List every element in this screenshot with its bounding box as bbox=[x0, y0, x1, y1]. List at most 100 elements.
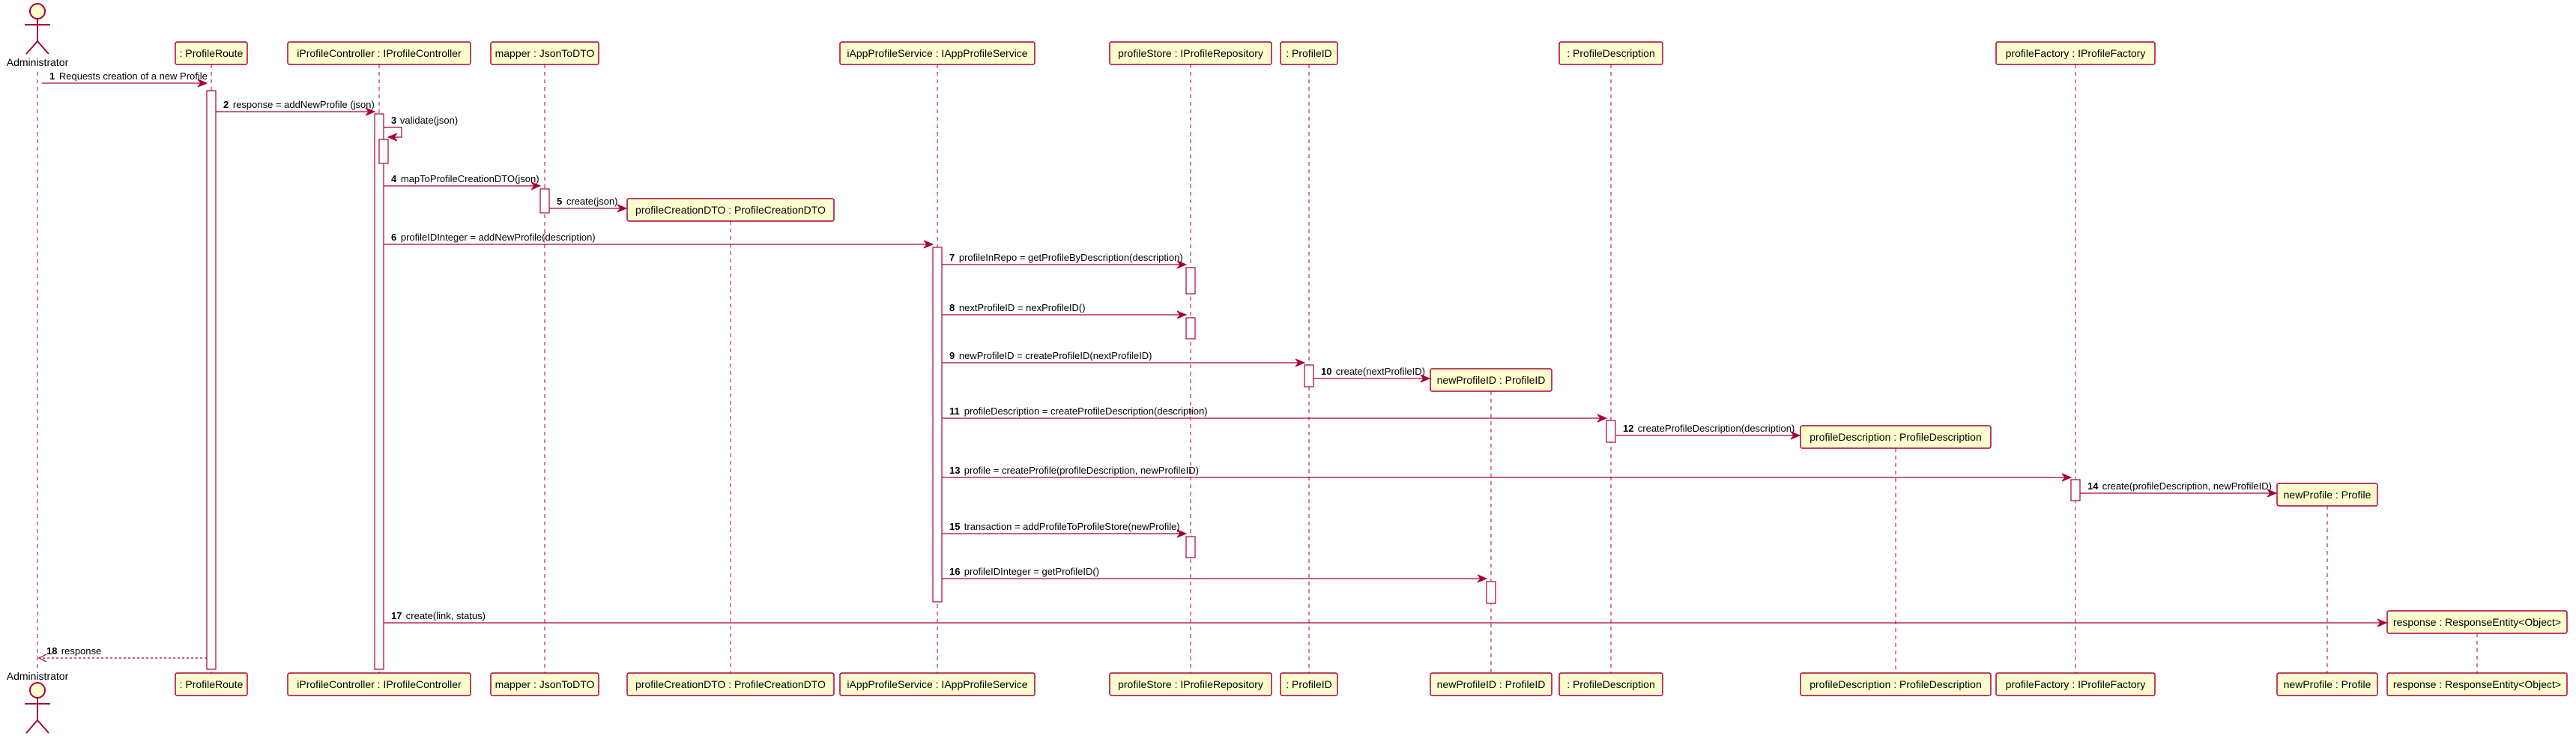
message-arrowhead-17 bbox=[2377, 618, 2388, 627]
participant-label-dto-created: profileCreationDTO : ProfileCreationDTO bbox=[635, 204, 826, 216]
participant-box-resp-created bbox=[2386, 610, 2568, 634]
activation-bar-store-6 bbox=[1185, 317, 1196, 340]
message-line-3 bbox=[384, 127, 402, 138]
message-label-12: createProfileDescription(description) bbox=[1638, 423, 1795, 434]
actor-leg-left-bottom bbox=[25, 720, 38, 734]
participant-box-factory-top bbox=[1995, 41, 2156, 65]
message-arrowhead-7 bbox=[1176, 260, 1188, 269]
participant-box-store-top bbox=[1109, 41, 1272, 65]
message-13: 13 profile = createProfile(profileDescrip… bbox=[942, 465, 2072, 482]
participant-label-factory-top: profileFactory : IProfileFactory bbox=[2006, 47, 2146, 59]
activation-bar-factory-9 bbox=[2070, 479, 2081, 501]
message-arrowhead-6 bbox=[923, 240, 934, 249]
activation-bar-store-10 bbox=[1185, 536, 1196, 558]
participant-box-nprof-bottom bbox=[2276, 672, 2378, 696]
message-label-3: validate(json) bbox=[400, 115, 458, 126]
message-10: 10 create(nextProfileID) bbox=[1313, 366, 1431, 383]
participant-label-store-top: profileStore : IProfileRepository bbox=[1118, 47, 1263, 59]
actor-head-bottom bbox=[29, 682, 46, 699]
message-9: 9 newProfileID = createProfileID(nextProf… bbox=[942, 350, 1306, 367]
participant-label-mapper-bottom: mapper : JsonToDTO bbox=[495, 678, 595, 690]
participant-box-store-bottom bbox=[1109, 672, 1272, 696]
activation-bar-mapper-3 bbox=[539, 188, 550, 214]
message-arrowhead-2 bbox=[365, 107, 376, 116]
participant-label-route-top: : ProfileRoute bbox=[180, 47, 244, 59]
activation-bar-ctrl-1 bbox=[374, 113, 384, 670]
actor-leg-right-bottom bbox=[37, 720, 49, 734]
message-arrowhead-14 bbox=[2267, 489, 2278, 498]
message-label-9: newProfileID = createProfileID(nextProfi… bbox=[959, 350, 1152, 361]
actor-head-top bbox=[29, 3, 46, 19]
participant-box-resp-bottom bbox=[2386, 672, 2568, 696]
message-18: 18 response bbox=[37, 645, 207, 663]
activation-bar-store-5 bbox=[1185, 267, 1196, 295]
message-number-9: 9 bbox=[949, 350, 955, 361]
participant-label-pdesc-bottom: : ProfileDescription bbox=[1567, 678, 1655, 690]
participant-label-pid-top: : ProfileID bbox=[1286, 47, 1331, 59]
participant-box-npdesc-bottom bbox=[1800, 672, 1992, 696]
participant-label-pid-bottom: : ProfileID bbox=[1286, 678, 1331, 690]
message-arrowhead-9 bbox=[1295, 358, 1306, 367]
activation-bar-pid-7 bbox=[1304, 364, 1314, 387]
message-number-13: 13 bbox=[949, 465, 960, 476]
participant-label-npid-created: newProfileID : ProfileID bbox=[1437, 374, 1546, 386]
message-arrowhead-18 bbox=[37, 654, 47, 663]
message-label-17: create(link, status) bbox=[406, 610, 486, 621]
message-arrowhead-5 bbox=[617, 204, 628, 213]
message-number-18: 18 bbox=[46, 645, 57, 657]
message-label-2: response = addNewProfile (json) bbox=[233, 99, 375, 110]
participant-box-route-top bbox=[175, 41, 248, 65]
participant-label-resp-created: response : ResponseEntity<Object> bbox=[2393, 616, 2561, 628]
participant-box-nprof-created bbox=[2276, 483, 2378, 507]
message-label-13: profile = createProfile(profileDescripti… bbox=[964, 465, 1199, 476]
lifelines-layer bbox=[37, 64, 2478, 673]
participant-box-pid-bottom bbox=[1280, 672, 1338, 696]
message-3: 3 validate(json) bbox=[384, 115, 458, 142]
message-label-18: response bbox=[61, 645, 101, 657]
activation-bar-pdesc-8 bbox=[1606, 420, 1616, 443]
message-label-4: mapToProfileCreationDTO(json) bbox=[401, 173, 539, 184]
message-arrowhead-4 bbox=[530, 181, 542, 190]
actor-label-bottom: Administrator bbox=[7, 670, 69, 682]
message-number-10: 10 bbox=[1321, 366, 1331, 377]
participant-label-mapper-top: mapper : JsonToDTO bbox=[495, 47, 595, 59]
actor-icon-bottom bbox=[25, 682, 50, 734]
participant-box-pid-top bbox=[1280, 41, 1338, 65]
participant-label-nprof-created: newProfile : Profile bbox=[2284, 489, 2371, 501]
participant-label-npdesc-bottom: profileDescription : ProfileDescription bbox=[1809, 678, 1982, 690]
activation-bar-route-0 bbox=[206, 90, 217, 670]
participant-label-route-bottom: : ProfileRoute bbox=[180, 678, 244, 690]
message-arrowhead-12 bbox=[1790, 431, 1801, 440]
message-label-10: create(nextProfileID) bbox=[1336, 366, 1425, 377]
participant-box-ctrl-top bbox=[287, 41, 471, 65]
participant-box-mapper-top bbox=[490, 41, 599, 65]
participant-label-nprof-bottom: newProfile : Profile bbox=[2284, 678, 2371, 690]
participant-label-factory-bottom: profileFactory : IProfileFactory bbox=[2006, 678, 2146, 690]
participant-label-dto-bottom: profileCreationDTO : ProfileCreationDTO bbox=[635, 678, 826, 690]
participant-label-ctrl-top: iProfileController : IProfileController bbox=[297, 47, 462, 59]
activation-bar-svc-4 bbox=[932, 247, 943, 603]
message-label-6: profileIDInteger = addNewProfile(descrip… bbox=[401, 232, 596, 243]
message-number-15: 15 bbox=[949, 521, 960, 532]
message-label-16: profileIDInteger = getProfileID() bbox=[964, 566, 1099, 577]
message-label-5: create(json) bbox=[566, 196, 618, 207]
message-label-1: Requests creation of a new Profile bbox=[59, 70, 208, 82]
message-number-3: 3 bbox=[391, 115, 396, 126]
activation-bar-ctrl-2 bbox=[378, 139, 389, 164]
message-label-15: transaction = addProfileToProfileStore(n… bbox=[964, 521, 1180, 532]
participant-label-resp-bottom: response : ResponseEntity<Object> bbox=[2393, 678, 2561, 690]
participant-label-svc-top: iAppProfileService : IAppProfileService bbox=[847, 47, 1027, 59]
participant-label-store-bottom: profileStore : IProfileRepository bbox=[1118, 678, 1263, 690]
message-arrowhead-11 bbox=[1597, 414, 1608, 423]
participant-box-pdesc-bottom bbox=[1558, 672, 1663, 696]
